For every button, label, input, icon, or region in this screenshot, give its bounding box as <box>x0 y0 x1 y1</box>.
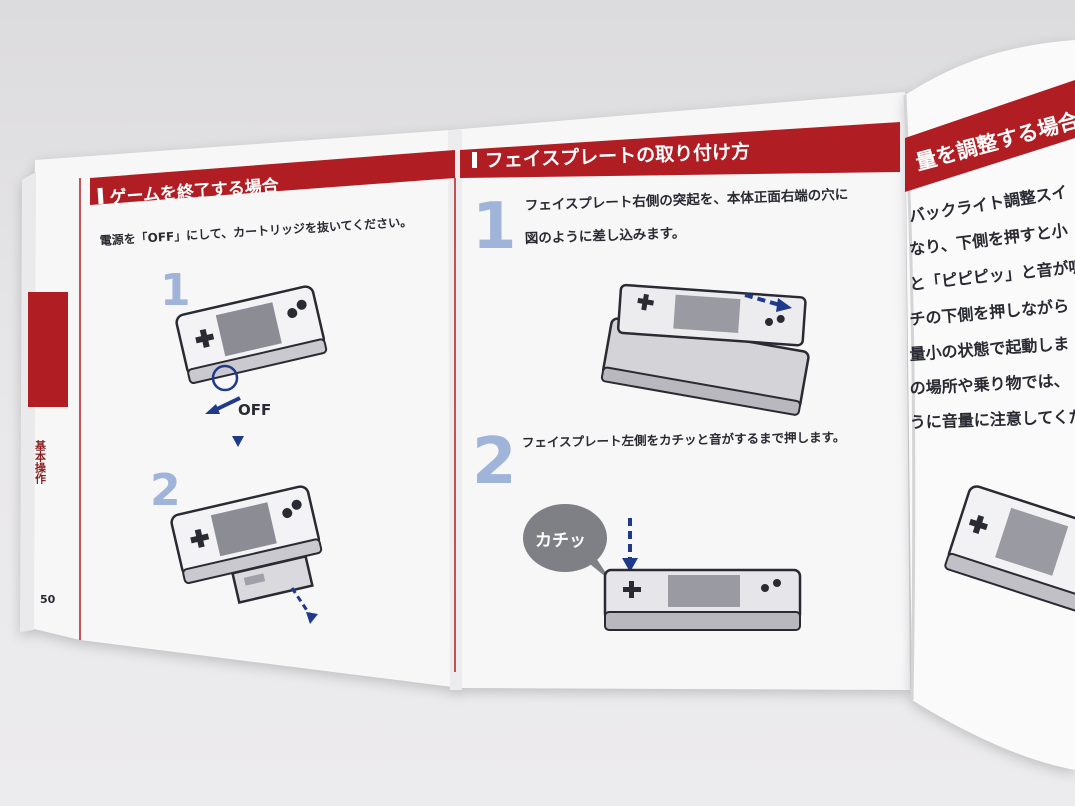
middle-step1-line2: 図のように差し込みます。 <box>525 224 686 247</box>
middle-step2-text: フェイスプレート左側をカチッと音がするまで押します。 <box>522 429 846 450</box>
middle-step1-number: 1 <box>472 190 517 264</box>
cartridge-illustration <box>231 554 314 604</box>
page-number: 50 <box>40 593 56 606</box>
down-indicator <box>232 436 244 447</box>
insert-arrow <box>744 293 781 307</box>
right-gameboy-illustration <box>944 485 1075 618</box>
side-tab-marker <box>28 292 68 407</box>
power-switch-highlight <box>211 364 239 392</box>
left-step2-number: 2 <box>150 465 181 516</box>
off-label: OFF <box>238 401 271 419</box>
click-sound-label: カチッ <box>535 531 586 551</box>
left-step1-number: 1 <box>160 265 191 316</box>
middle-section-banner <box>460 122 900 178</box>
middle-step2-number: 2 <box>472 425 517 499</box>
right-section-banner <box>905 80 1075 192</box>
banner-marker <box>472 152 477 168</box>
banner-marker <box>97 187 104 205</box>
side-tab-label: 基本操作 <box>34 439 48 485</box>
gameboy-illustration-2 <box>170 485 323 584</box>
faceplate-press-illustration <box>603 568 802 631</box>
off-arrow <box>214 396 241 412</box>
gameboy-illustration-1 <box>175 285 328 384</box>
left-section-banner <box>90 150 455 205</box>
